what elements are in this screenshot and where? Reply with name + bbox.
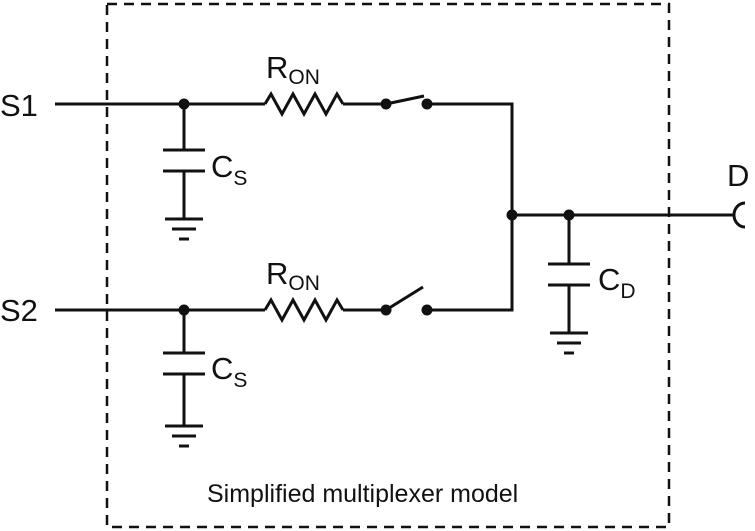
s2-switch-contact-left [380, 304, 392, 316]
s2-switch-contact-right [421, 304, 433, 316]
s2-ron-label: RON [266, 256, 320, 295]
s1-switch-contact-right [421, 98, 433, 110]
output-branch [512, 201, 746, 355]
s1-switch-to-bus-wire [427, 102, 514, 215]
s1-cap-junction-dot [178, 98, 190, 110]
s1-cs-label: CS [211, 149, 247, 190]
cd-junction-dot [563, 209, 575, 221]
s2-label: S2 [0, 293, 38, 328]
model-boundary-box [105, 2, 671, 529]
output-terminal [732, 201, 746, 229]
s1-switch-blade [385, 94, 425, 106]
s1-branch [55, 90, 514, 241]
bus-junction-dot [506, 209, 518, 221]
s2-ron-resistor [263, 296, 345, 324]
s1-switch-contact-left [380, 98, 392, 110]
s1-label: S1 [0, 88, 38, 123]
s2-switch-to-bus-wire [427, 215, 514, 312]
s1-ron-label: RON [266, 50, 320, 89]
s2-cap-junction-dot [178, 304, 190, 316]
s1-ron-resistor [263, 90, 345, 118]
s2-cs-label: CS [211, 351, 247, 392]
cd-label: CD [598, 262, 636, 303]
output-d-label: D [727, 158, 749, 193]
s2-branch [55, 215, 514, 448]
model-caption: Simplified multiplexer model [207, 480, 518, 508]
s2-switch-blade [385, 285, 424, 312]
